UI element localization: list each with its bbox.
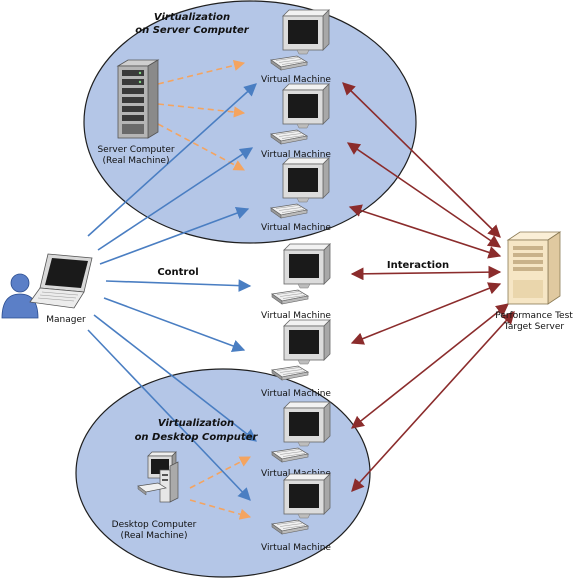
desktop-computer-label-line1: Desktop Computer xyxy=(112,520,197,530)
interaction-arrows xyxy=(342,82,515,492)
control-arrows xyxy=(87,83,258,501)
target-server-label-line1: Performance Test xyxy=(495,311,573,321)
virtual-machine-7: Virtual Machine xyxy=(261,473,331,553)
manager-label: Manager xyxy=(46,315,86,325)
virtual-machine-label: Virtual Machine xyxy=(261,543,331,553)
desktop-computer-label-line2: (Real Machine) xyxy=(121,531,188,541)
manager-person-icon xyxy=(1,273,39,319)
virtual-machine-label: Virtual Machine xyxy=(261,223,331,233)
virtual-machine-icon xyxy=(271,243,331,305)
desktop-group-title-line2: on Desktop Computer xyxy=(135,432,259,443)
server-computer-label-line1: Server Computer xyxy=(97,145,174,155)
virtual-machine-icon xyxy=(271,319,331,381)
virtual-machine-3: Virtual Machine xyxy=(261,157,331,233)
virtual-machine-label: Virtual Machine xyxy=(261,311,331,321)
interaction-edge-label: Interaction xyxy=(387,260,449,271)
virtual-machine-1: Virtual Machine xyxy=(261,9,331,85)
virtual-machine-label: Virtual Machine xyxy=(261,150,331,160)
server-group-title-line2: on Server Computer xyxy=(135,25,250,36)
manager-laptop-icon xyxy=(29,253,93,309)
desktop-group-title-line1: Virtualization xyxy=(158,418,234,429)
virtual-machine-5: Virtual Machine xyxy=(261,319,331,399)
target-server-icon xyxy=(506,231,562,305)
control-edge-label: Control xyxy=(157,267,198,278)
server-computer-label-line2: (Real Machine) xyxy=(103,156,170,166)
desktop-computer-icon xyxy=(137,451,179,503)
virtual-machine-2: Virtual Machine xyxy=(261,83,331,160)
server-computer-icon xyxy=(116,59,160,139)
virtual-machine-label: Virtual Machine xyxy=(261,75,331,85)
server-group-title-line1: Virtualization xyxy=(154,12,230,23)
target-server-label-line2: Target Server xyxy=(503,322,565,332)
virtual-machine-label: Virtual Machine xyxy=(261,389,331,399)
virtual-machine-4: Virtual Machine xyxy=(261,243,331,321)
desktop-virtualization-arrows xyxy=(189,456,252,520)
